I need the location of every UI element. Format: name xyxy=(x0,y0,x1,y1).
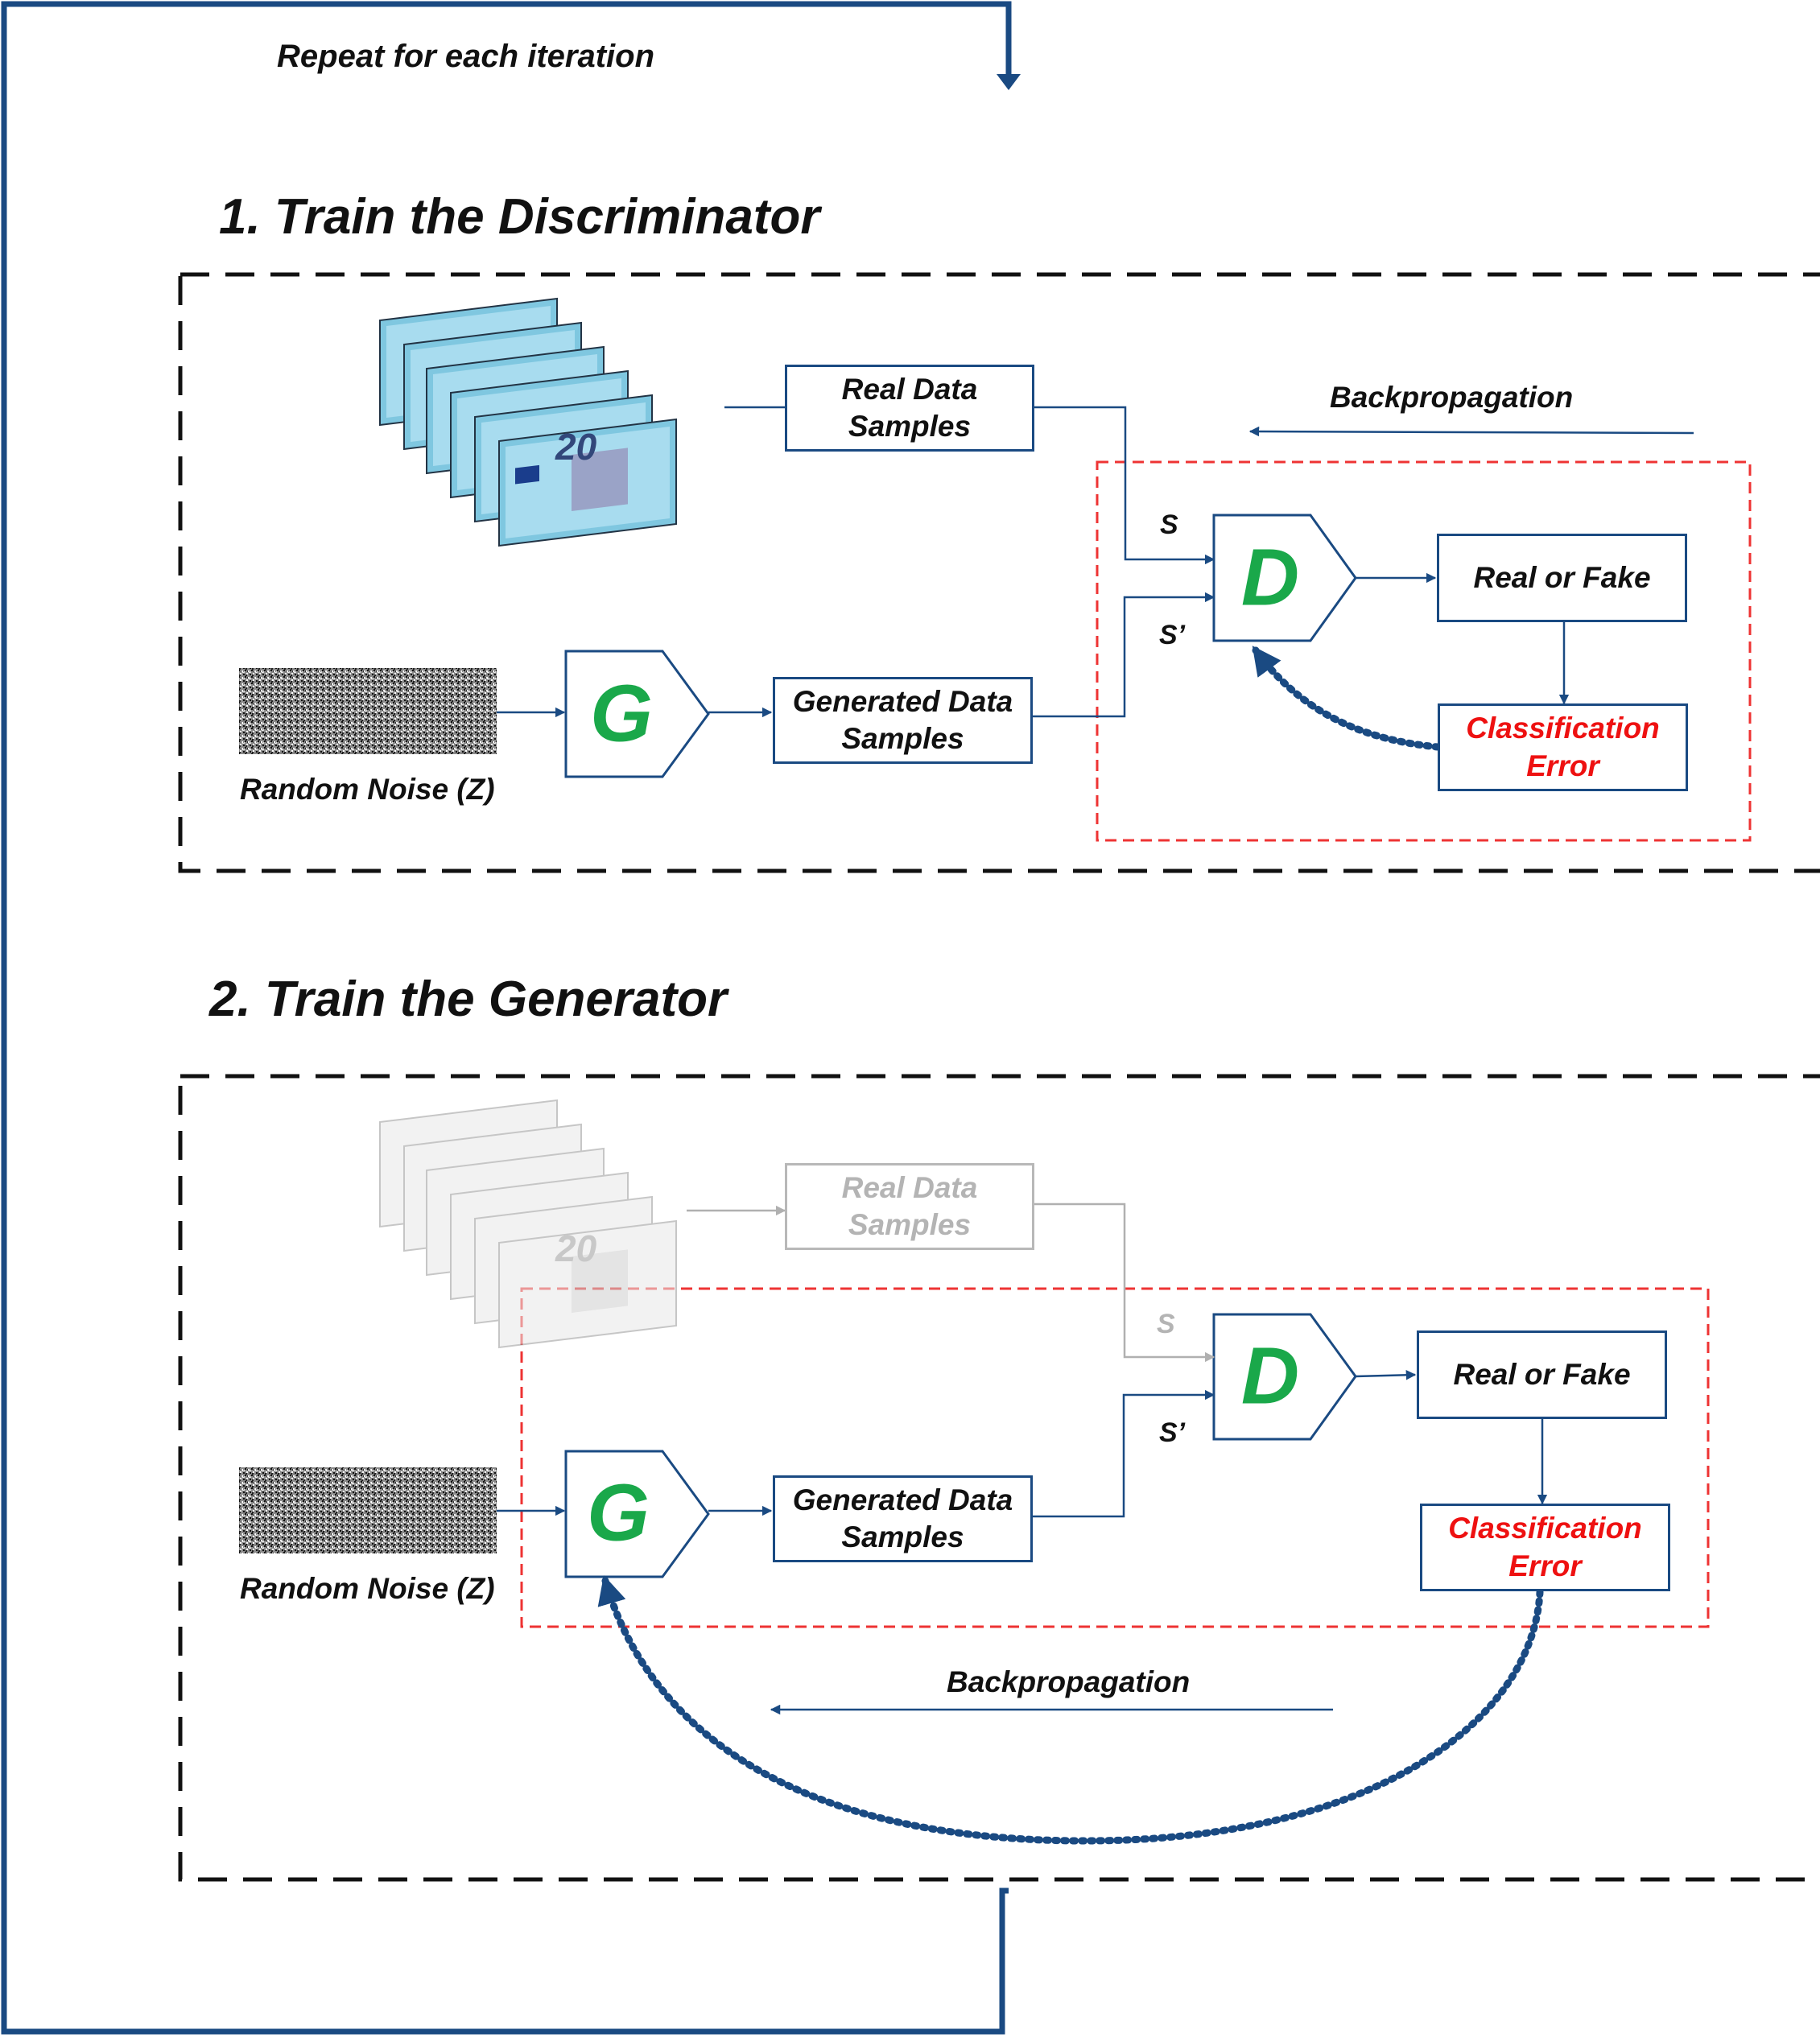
discriminator-symbol-2: D xyxy=(1240,1330,1300,1421)
section1-backprop-arrow xyxy=(1248,426,1694,437)
generator-block-2 xyxy=(564,1450,710,1578)
classification-error-box: Classification Error xyxy=(1438,703,1688,791)
classification-error-box-2: Classification Error xyxy=(1420,1504,1670,1591)
noise-label-2: Random Noise (Z) xyxy=(240,1572,495,1605)
real-or-fake-box-2: Real or Fake xyxy=(1417,1330,1667,1419)
frozen-banknotes-stack xyxy=(379,1099,677,1349)
d-to-real-or-fake-arrow-2 xyxy=(1355,1370,1417,1380)
section1-frame xyxy=(178,272,1820,873)
banknote-denomination: 20 xyxy=(555,426,597,468)
loop-arrowhead xyxy=(997,74,1021,90)
backprop-label: Backpropagation xyxy=(1330,381,1574,414)
discriminator-block-2 xyxy=(1212,1313,1357,1441)
section1-error-to-d-dotted xyxy=(1252,646,1442,751)
frozen-real-box-to-d-arrow xyxy=(1034,1203,1215,1363)
section2-title: 2. Train the Generator xyxy=(209,972,728,1027)
iteration-loop xyxy=(1,1,1021,2035)
real-or-fake-box: Real or Fake xyxy=(1437,534,1687,622)
discriminator-block xyxy=(1212,514,1357,642)
loop-label: Repeat for each iteration xyxy=(277,39,655,74)
generated-data-box: Generated Data Samples xyxy=(773,677,1033,764)
real-box-to-d-arrow xyxy=(1034,406,1215,565)
generated-box-to-d-arrow xyxy=(1033,592,1215,718)
discriminator-symbol: D xyxy=(1240,532,1300,623)
s-label-2: S xyxy=(1157,1309,1175,1339)
s-prime-label: S’ xyxy=(1159,620,1186,650)
section1-title: 1. Train the Discriminator xyxy=(219,189,820,245)
section2-error-to-g-dotted xyxy=(597,1575,1544,1845)
s-prime-label-2: S’ xyxy=(1159,1417,1186,1448)
generator-symbol-2: G xyxy=(587,1467,650,1558)
random-noise-image-2 xyxy=(239,1467,497,1553)
banknote-denomination-grey: 20 xyxy=(555,1227,597,1269)
real-data-box: Real Data Samples xyxy=(785,365,1034,452)
random-noise-image xyxy=(239,668,497,754)
generated-box-to-d-arrow-2 xyxy=(1033,1389,1215,1518)
section2-training-region xyxy=(520,1287,1710,1628)
s-label: S xyxy=(1160,510,1178,540)
generated-data-box-2: Generated Data Samples xyxy=(773,1475,1033,1562)
generator-block xyxy=(564,650,710,778)
generator-symbol: G xyxy=(590,668,653,759)
frozen-real-data-box: Real Data Samples xyxy=(785,1163,1034,1250)
noise-label: Random Noise (Z) xyxy=(240,773,495,806)
real-banknotes-stack xyxy=(379,297,677,547)
backprop-label-2: Backpropagation xyxy=(947,1665,1191,1698)
section1-discriminator-region xyxy=(1096,460,1752,842)
section2-frame xyxy=(178,1074,1820,1882)
